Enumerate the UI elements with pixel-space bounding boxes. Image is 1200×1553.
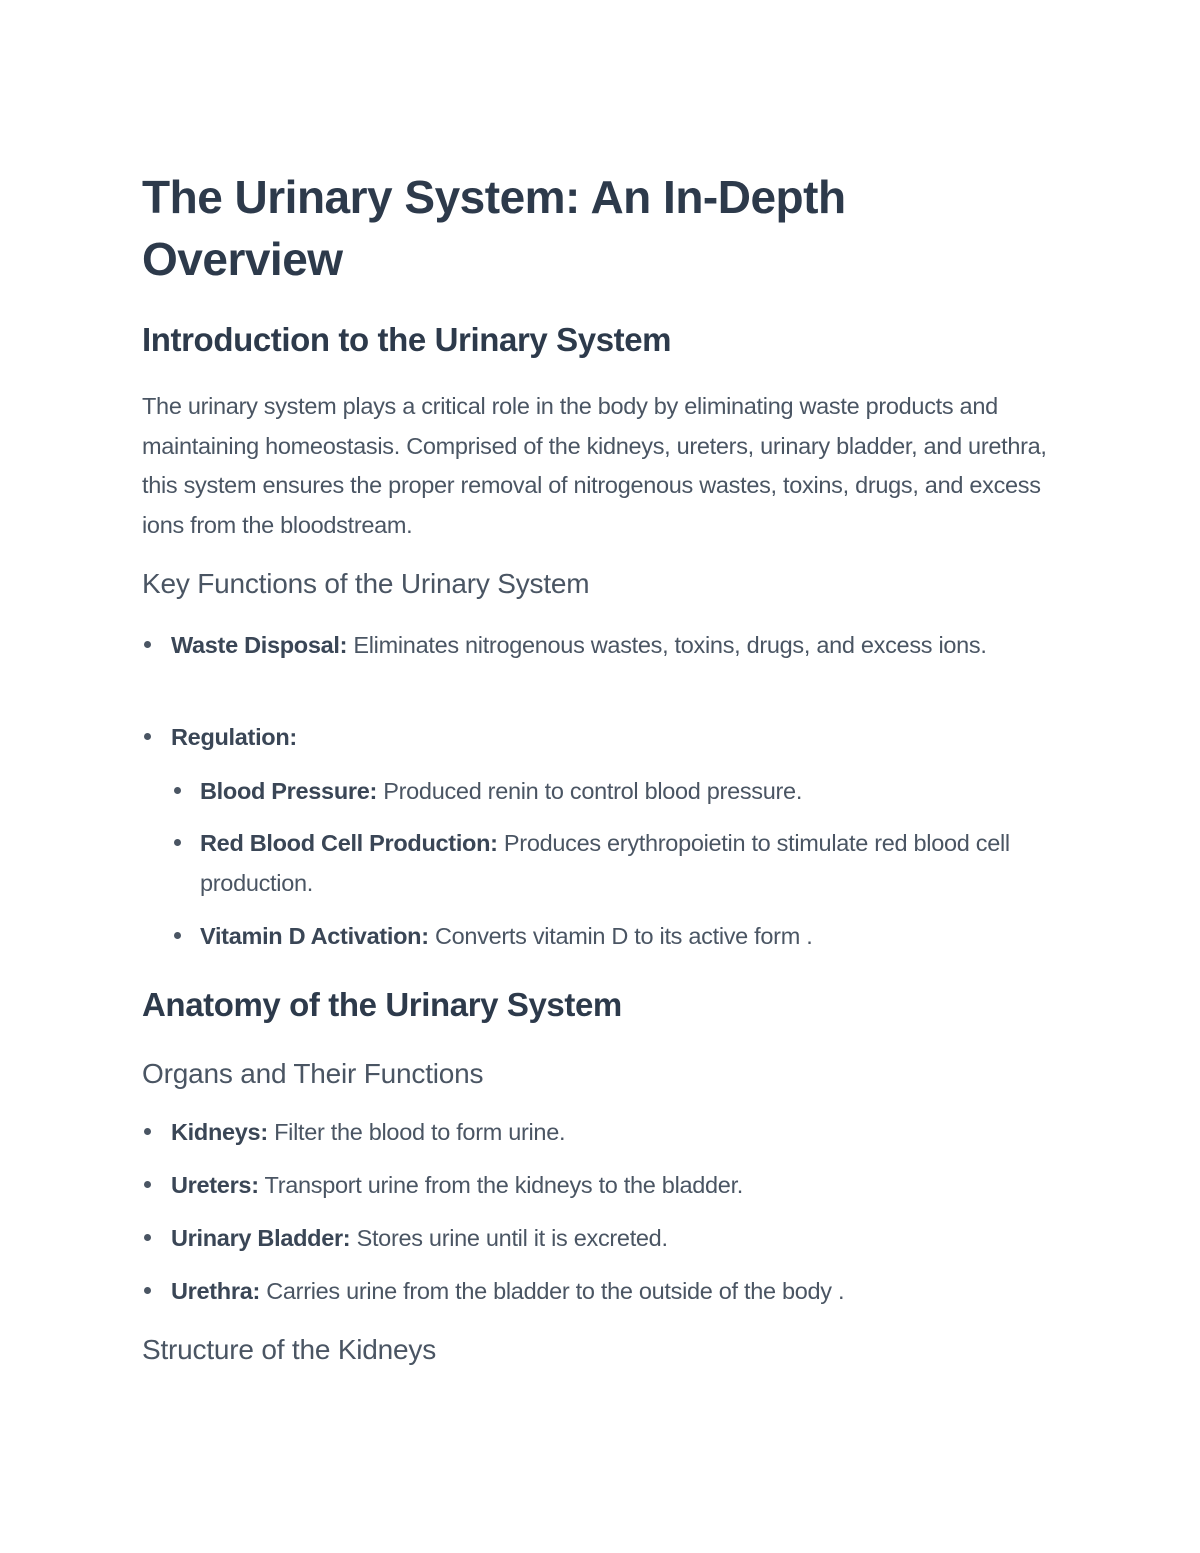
list-item-term: Urinary Bladder: — [171, 1225, 351, 1251]
section-heading-introduction: Introduction to the Urinary System — [142, 321, 672, 358]
list-item-ureters: Ureters: Transport urine from the kidney… — [171, 1166, 1031, 1206]
sublist-item-vitamin-d: Vitamin D Activation: Converts vitamin D… — [200, 917, 1060, 957]
list-item-text: Produced renin to control blood pressure… — [377, 778, 803, 804]
subheading-kidney-structure: Structure of the Kidneys — [142, 1334, 437, 1365]
bullet-icon — [174, 839, 181, 846]
list-item-term: Urethra: — [171, 1278, 261, 1304]
bullet-icon — [174, 932, 181, 939]
bullet-icon — [144, 1128, 151, 1135]
list-item-term: Waste Disposal: — [171, 632, 348, 658]
bullet-icon — [174, 787, 181, 794]
list-item-text: Carries urine from the bladder to the ou… — [260, 1278, 845, 1304]
list-item-kidneys: Kidneys: Filter the blood to form urine. — [171, 1113, 1031, 1153]
bullet-icon — [144, 1287, 151, 1294]
list-item-term: Vitamin D Activation: — [200, 923, 429, 949]
sublist-item-blood-pressure: Blood Pressure: Produced renin to contro… — [200, 772, 1060, 812]
list-item-text: Stores urine until it is excreted. — [350, 1225, 668, 1251]
list-item-term: Kidneys: — [171, 1119, 268, 1145]
list-item-term: Regulation: — [171, 724, 297, 750]
list-item-text: Produces erythropoietin to stimulate red… — [200, 830, 1010, 896]
bullet-icon — [144, 733, 151, 740]
page-title: The Urinary System: An In-Depth Overview — [142, 171, 846, 285]
list-item-text: Converts vitamin D to its active form . — [428, 923, 813, 949]
intro-paragraph: The urinary system plays a critical role… — [142, 393, 1047, 538]
bullet-icon — [144, 641, 151, 648]
subheading-key-functions: Key Functions of the Urinary System — [142, 568, 590, 599]
subheading-organs: Organs and Their Functions — [142, 1058, 484, 1089]
list-item-term: Blood Pressure: — [200, 778, 378, 804]
list-item-text: Transport urine from the kidneys to the … — [258, 1172, 744, 1198]
list-item-text: Eliminates nitrogenous wastes, toxins, d… — [347, 632, 987, 658]
list-item-urethra: Urethra: Carries urine from the bladder … — [171, 1272, 1031, 1312]
bullet-icon — [144, 1234, 151, 1241]
list-item-urinary-bladder: Urinary Bladder: Stores urine until it i… — [171, 1219, 1031, 1259]
list-item-waste-disposal: Waste Disposal: Eliminates nitrogenous w… — [171, 626, 1031, 666]
list-item-regulation: Regulation: — [171, 718, 1031, 758]
list-item-term: Red Blood Cell Production: — [200, 830, 498, 856]
sublist-item-red-blood-cell: Red Blood Cell Production: Produces eryt… — [200, 824, 1050, 903]
section-heading-anatomy: Anatomy of the Urinary System — [142, 986, 622, 1023]
list-item-text: Filter the blood to form urine. — [267, 1119, 566, 1145]
list-item-term: Ureters: — [171, 1172, 259, 1198]
bullet-icon — [144, 1181, 151, 1188]
